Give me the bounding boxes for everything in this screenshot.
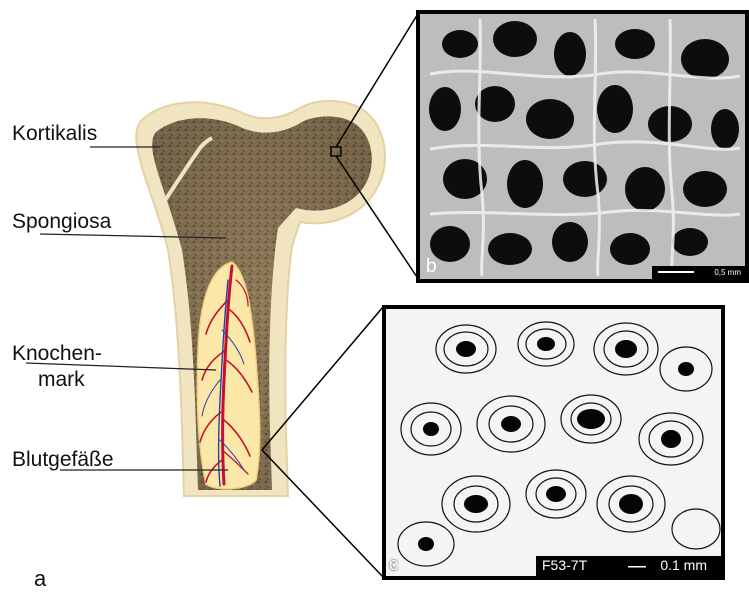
osteon-texture xyxy=(386,309,721,576)
panel-b-letter: b xyxy=(426,257,437,276)
panel-c-letter: c xyxy=(389,555,398,573)
label-knochenmark-1: Knochen- xyxy=(12,343,102,364)
label-kortikalis: Kortikalis xyxy=(12,123,97,144)
panel-a-letter: a xyxy=(34,568,46,590)
label-blutgefaesse: Blutgefäße xyxy=(12,449,114,470)
label-spongiosa: Spongiosa xyxy=(12,211,111,232)
panel-c-scale-label: 0.1 mm xyxy=(660,557,707,573)
label-knochenmark-2: mark xyxy=(38,369,85,390)
zoom-line-c-bottom xyxy=(262,450,383,577)
trabecular-texture xyxy=(420,14,745,279)
panel-c-sample-id: F53-7T xyxy=(542,557,587,573)
panel-b-scale-label: 0,5 mm xyxy=(714,268,741,277)
panel-c-micrograph: c F53-7T 0.1 mm xyxy=(382,305,725,580)
panel-b-sem-image: b 0,5 mm xyxy=(416,10,749,283)
